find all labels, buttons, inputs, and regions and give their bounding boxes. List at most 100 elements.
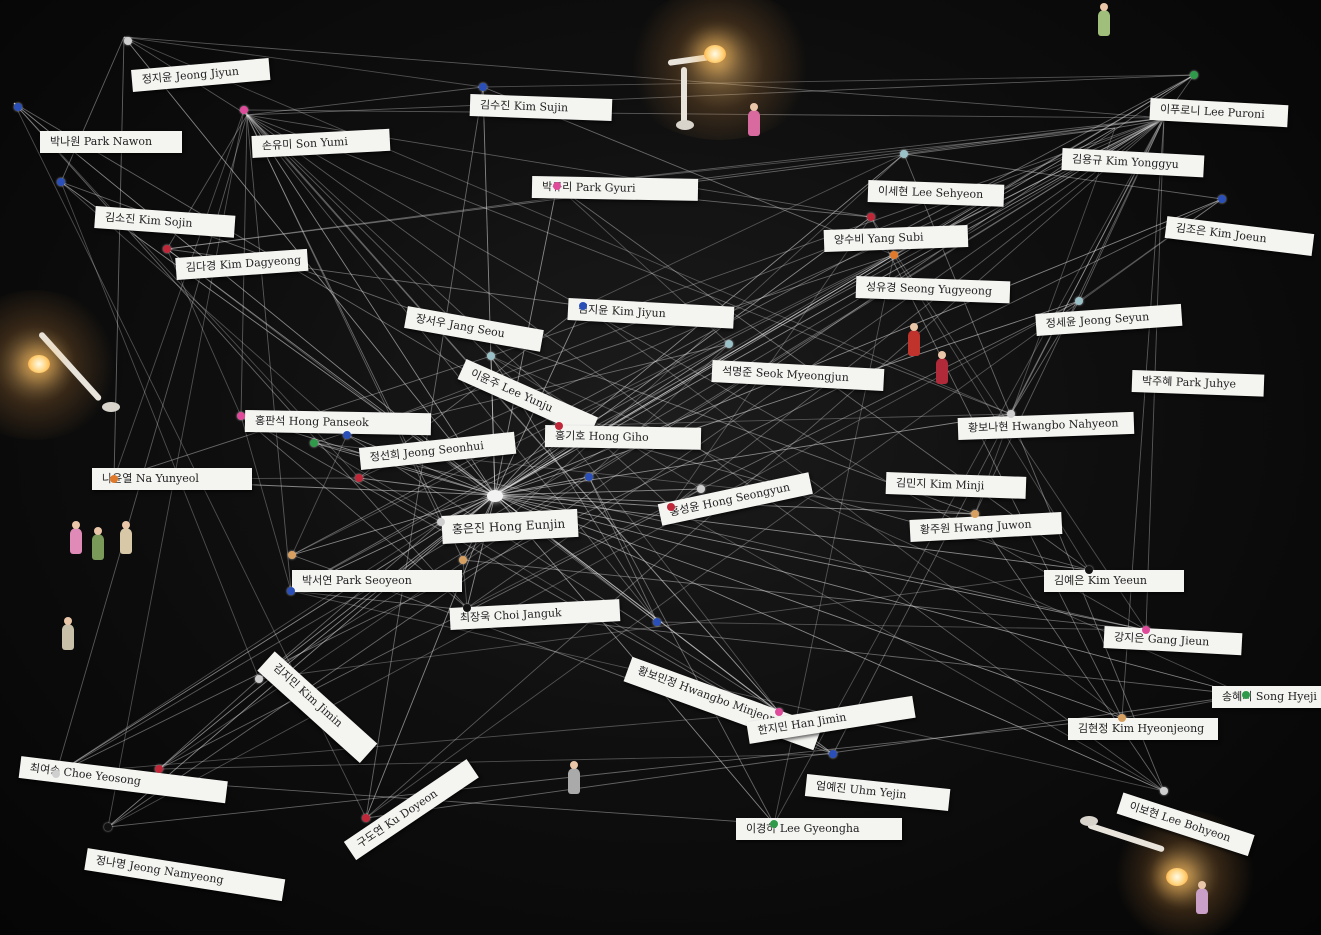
miniature-figure [1098,3,1110,36]
push-pin [1160,787,1168,795]
push-pin [1118,714,1126,722]
string-line [313,254,895,444]
string-line [494,413,1012,496]
string-line [13,102,468,609]
string-line [246,114,560,427]
push-pin [829,750,837,758]
push-pin [1242,691,1250,699]
string-line [158,506,672,770]
push-pin [237,412,245,420]
string-line [290,343,730,592]
string-line [358,477,442,523]
string-line [123,36,1165,119]
push-pin [775,708,783,716]
name-label: 이세현 Lee Sehyeon [867,180,1005,207]
lamp-bulb-bottom [1166,868,1188,886]
string-line [60,36,125,183]
string-line [258,117,1165,680]
miniature-figure [70,521,82,554]
string-line [243,109,780,713]
push-pin [867,213,875,221]
string-line [313,442,1147,631]
string-line [358,477,496,496]
string-line [243,109,496,496]
string-line [243,109,1165,119]
push-pin [163,245,171,253]
string-line [670,117,1165,508]
string-line [582,305,1123,719]
string-line [246,86,484,116]
string-line [291,494,496,556]
string-line [158,678,260,770]
string-line [494,494,672,508]
string-line [107,717,1123,828]
string-line [107,300,1080,828]
push-pin [463,604,471,612]
miniature-figure [568,761,580,794]
push-pin [362,814,370,822]
string-line [13,102,496,496]
string-line [494,494,1165,792]
string-line [1078,198,1223,302]
string-line [974,513,1165,792]
string-line [55,521,442,775]
push-pin [1218,195,1226,203]
string-line [365,694,1247,819]
lamp-base-top [676,120,694,130]
string-line [556,127,1116,187]
push-pin [585,473,593,481]
string-line [55,198,1223,775]
string-line [494,74,1195,496]
string-line [55,494,496,775]
push-pin [57,178,65,186]
string-line [1078,117,1165,302]
string-line [494,343,730,496]
string-line [494,494,1247,696]
string-line [588,476,775,825]
string-line [588,343,730,478]
string-line [903,153,1165,792]
string-line [870,216,1123,719]
string-line [346,434,780,713]
push-pin [1085,566,1093,574]
string-line [240,415,292,592]
string-line [558,413,1012,427]
push-pin [971,510,979,518]
push-pin [104,823,112,831]
miniature-figure [120,521,132,554]
string-line [494,300,1080,496]
name-label: 이경하 Lee Gyeongha [736,818,902,840]
string-line [123,36,496,496]
string-line [462,153,905,561]
string-line [558,425,1090,571]
string-line [158,494,496,770]
string-line [462,559,1147,631]
string-line [556,117,1165,187]
name-label: 나윤열 Na Yunyeol [92,468,252,490]
push-pin [155,765,163,773]
push-pin [579,302,587,310]
push-pin [437,518,445,526]
push-pin [890,251,898,259]
string-line [494,494,1147,631]
lamp-bulb-top [704,45,726,63]
string-line [656,621,1147,631]
string-line [494,494,1090,571]
string-line [123,36,484,88]
push-pin [1007,410,1015,418]
string-line [246,114,292,592]
miniature-figure [92,527,104,560]
string-line [494,488,702,496]
push-pin [355,474,363,482]
push-pin [770,820,778,828]
push-pin [487,352,495,360]
string-line [494,494,1123,719]
string-line [490,355,702,490]
string-line [243,109,464,561]
string-line [558,425,780,713]
string-line [1114,119,1163,129]
name-label: 김예은 Kim Yeeun [1044,570,1184,592]
name-label: 홍기호 Hong Giho [544,425,702,450]
string-line [246,114,1012,415]
